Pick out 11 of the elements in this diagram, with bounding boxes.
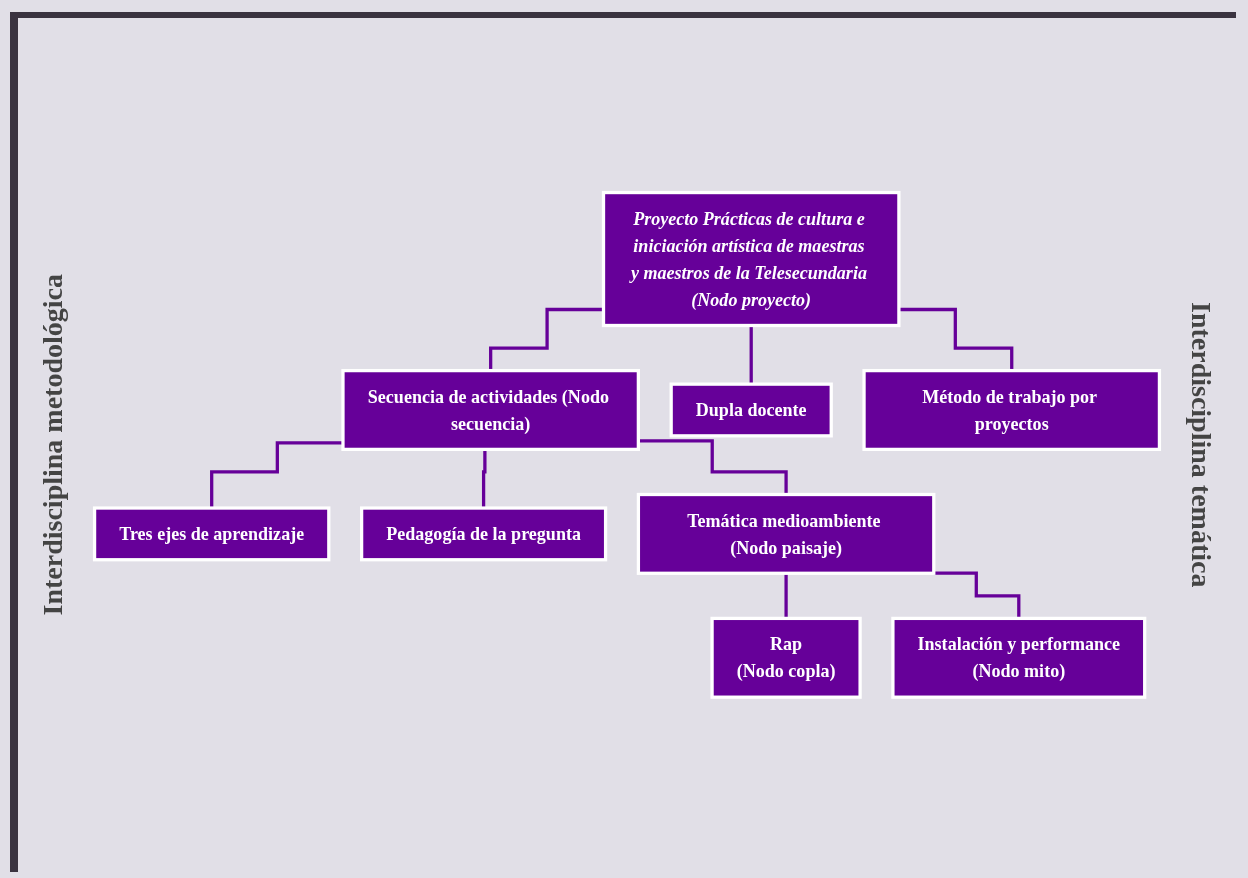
- node-box: Tres ejes de aprendizaje: [92, 506, 331, 562]
- node-box: Secuencia de actividades (Nodo secuencia): [341, 369, 640, 452]
- node-box: Temática medioambiente (Nodo paisaje): [636, 493, 936, 576]
- node-box: Instalación y performance (Nodo mito): [891, 616, 1147, 699]
- node-box: Método de trabajo por proyectos: [862, 369, 1162, 452]
- bracket-label: Interdisciplina metodológica: [37, 274, 69, 616]
- bracket-label: Interdisciplina temática: [1185, 302, 1217, 588]
- node-box: Proyecto Prácticas de cultura e iniciación artística de maestras y maestros de la Telesecundaria (Nodo proyecto): [601, 191, 901, 328]
- node-box: Pedagogía de la pregunta: [360, 506, 608, 562]
- node-box: Dupla docente: [669, 382, 833, 438]
- node-box: Rap (Nodo copla): [710, 616, 862, 699]
